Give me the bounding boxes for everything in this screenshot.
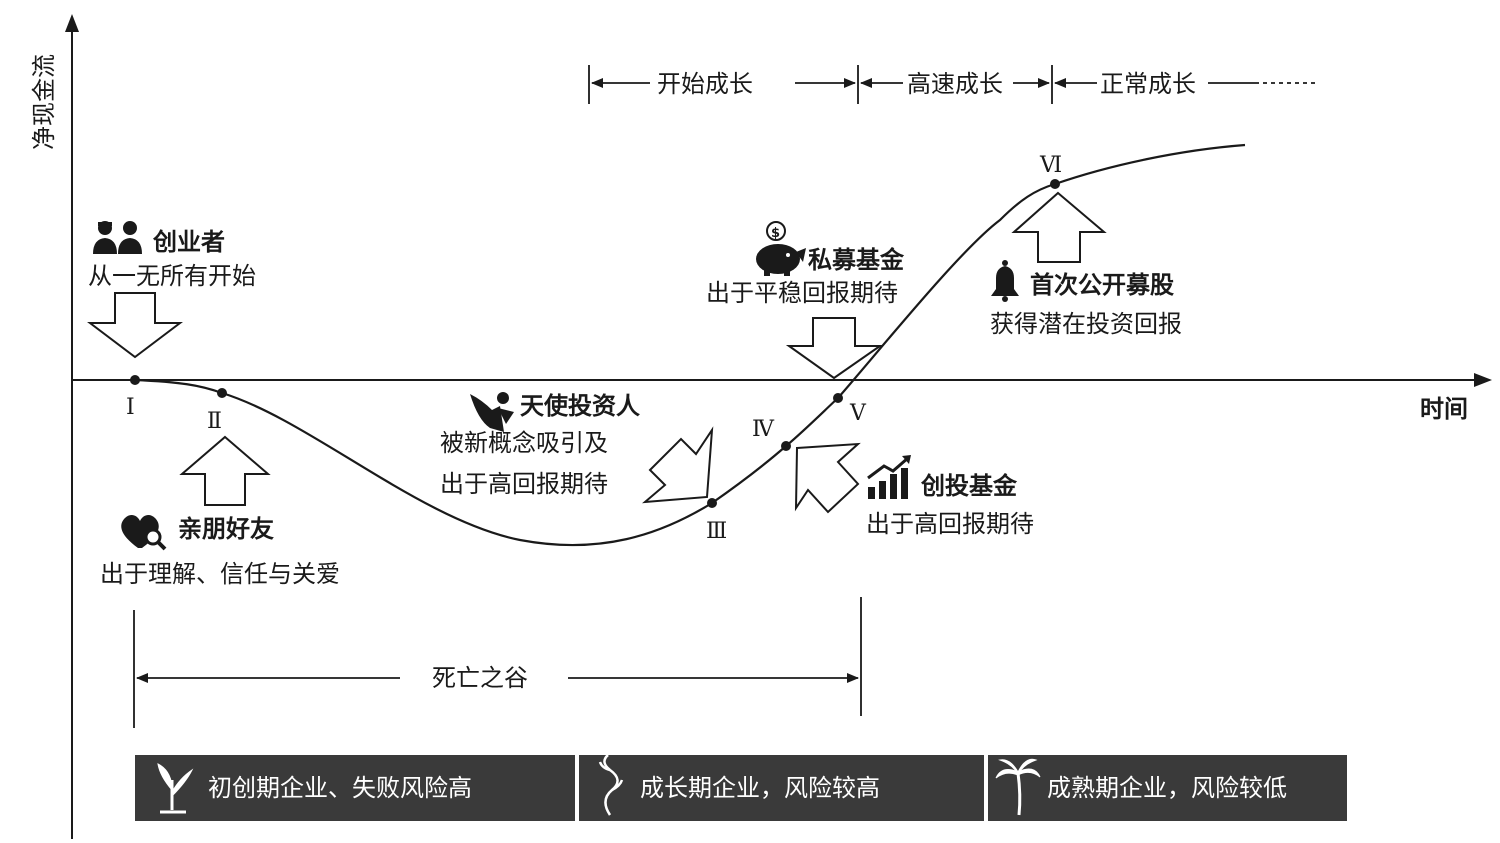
svg-text:$: $ xyxy=(771,226,780,241)
band-startup xyxy=(135,755,575,821)
point-label-6: Ⅵ xyxy=(1039,153,1062,178)
valley-bracket xyxy=(133,597,862,728)
point-5 xyxy=(833,393,843,403)
point-3 xyxy=(707,498,717,508)
vine-icon xyxy=(598,754,624,816)
band-growth xyxy=(579,755,984,821)
arrow-upleft-vc xyxy=(794,442,861,514)
band-growth-label: 成长期企业，风险较高 xyxy=(640,774,880,802)
angel-desc-line2: 出于高回报期待 xyxy=(440,470,608,498)
x-axis-arrow xyxy=(1474,373,1492,387)
j-curve xyxy=(134,143,1246,547)
arrow-downright-angel xyxy=(641,426,714,504)
piggy-bank-icon: $ xyxy=(756,221,806,276)
band-startup-label: 初创期企业、失败风险高 xyxy=(208,774,472,802)
pe-desc: 出于平稳回报期待 xyxy=(706,279,898,307)
ipo-desc: 获得潜在投资回报 xyxy=(990,310,1182,338)
angel-icon xyxy=(470,392,514,432)
point-2 xyxy=(217,388,227,398)
bell-icon xyxy=(991,260,1019,302)
block-arrows xyxy=(87,191,1107,514)
point-label-5: Ⅴ xyxy=(849,401,867,426)
ipo-title: 首次公开募股 xyxy=(1030,271,1174,299)
arrow-down-pe xyxy=(785,317,884,380)
point-label-2: Ⅱ xyxy=(207,409,222,434)
arrow-up-ipo xyxy=(1011,191,1107,263)
valley-label: 死亡之谷 xyxy=(432,664,528,692)
friends-desc: 出于理解、信任与关爱 xyxy=(100,560,340,588)
angel-desc-line1: 被新概念吸引及 xyxy=(440,429,608,457)
point-6 xyxy=(1050,179,1060,189)
y-axis-label: 净现金流 xyxy=(30,54,58,150)
heart-search-icon xyxy=(121,514,167,551)
founders-title: 创业者 xyxy=(152,228,225,256)
founders-icon xyxy=(93,221,142,254)
point-label-3: Ⅲ xyxy=(706,519,727,544)
sprout-icon xyxy=(157,763,194,814)
founders-desc: 从一无所有开始 xyxy=(88,262,256,290)
lifecycle-bands xyxy=(135,755,1347,821)
point-4 xyxy=(781,441,791,451)
stage-brackets xyxy=(588,65,1315,104)
vc-desc: 出于高回报期待 xyxy=(866,510,1034,538)
band-mature-label: 成熟期企业，风险较低 xyxy=(1047,774,1287,802)
vc-title: 创投基金 xyxy=(920,472,1018,500)
y-axis-arrow xyxy=(65,14,79,32)
stage-label-start-growth: 开始成长 xyxy=(657,70,753,98)
stage-label-rapid-growth: 高速成长 xyxy=(907,70,1003,98)
band-mature xyxy=(988,755,1347,821)
pe-title: 私募基金 xyxy=(808,246,905,274)
angel-title: 天使投资人 xyxy=(520,392,640,420)
arrow-up-friends xyxy=(179,435,271,506)
point-label-1: Ⅰ xyxy=(126,395,135,420)
x-axis-label: 时间 xyxy=(1420,395,1468,423)
stage-label-normal-growth: 正常成长 xyxy=(1100,70,1196,98)
arrow-down-founders xyxy=(87,292,183,359)
friends-title: 亲朋好友 xyxy=(178,515,274,543)
point-1 xyxy=(130,375,140,385)
palm-tree-icon xyxy=(995,758,1041,816)
curve-points xyxy=(130,179,1060,508)
growth-chart-icon xyxy=(867,455,911,499)
point-label-4: Ⅳ xyxy=(752,417,775,442)
